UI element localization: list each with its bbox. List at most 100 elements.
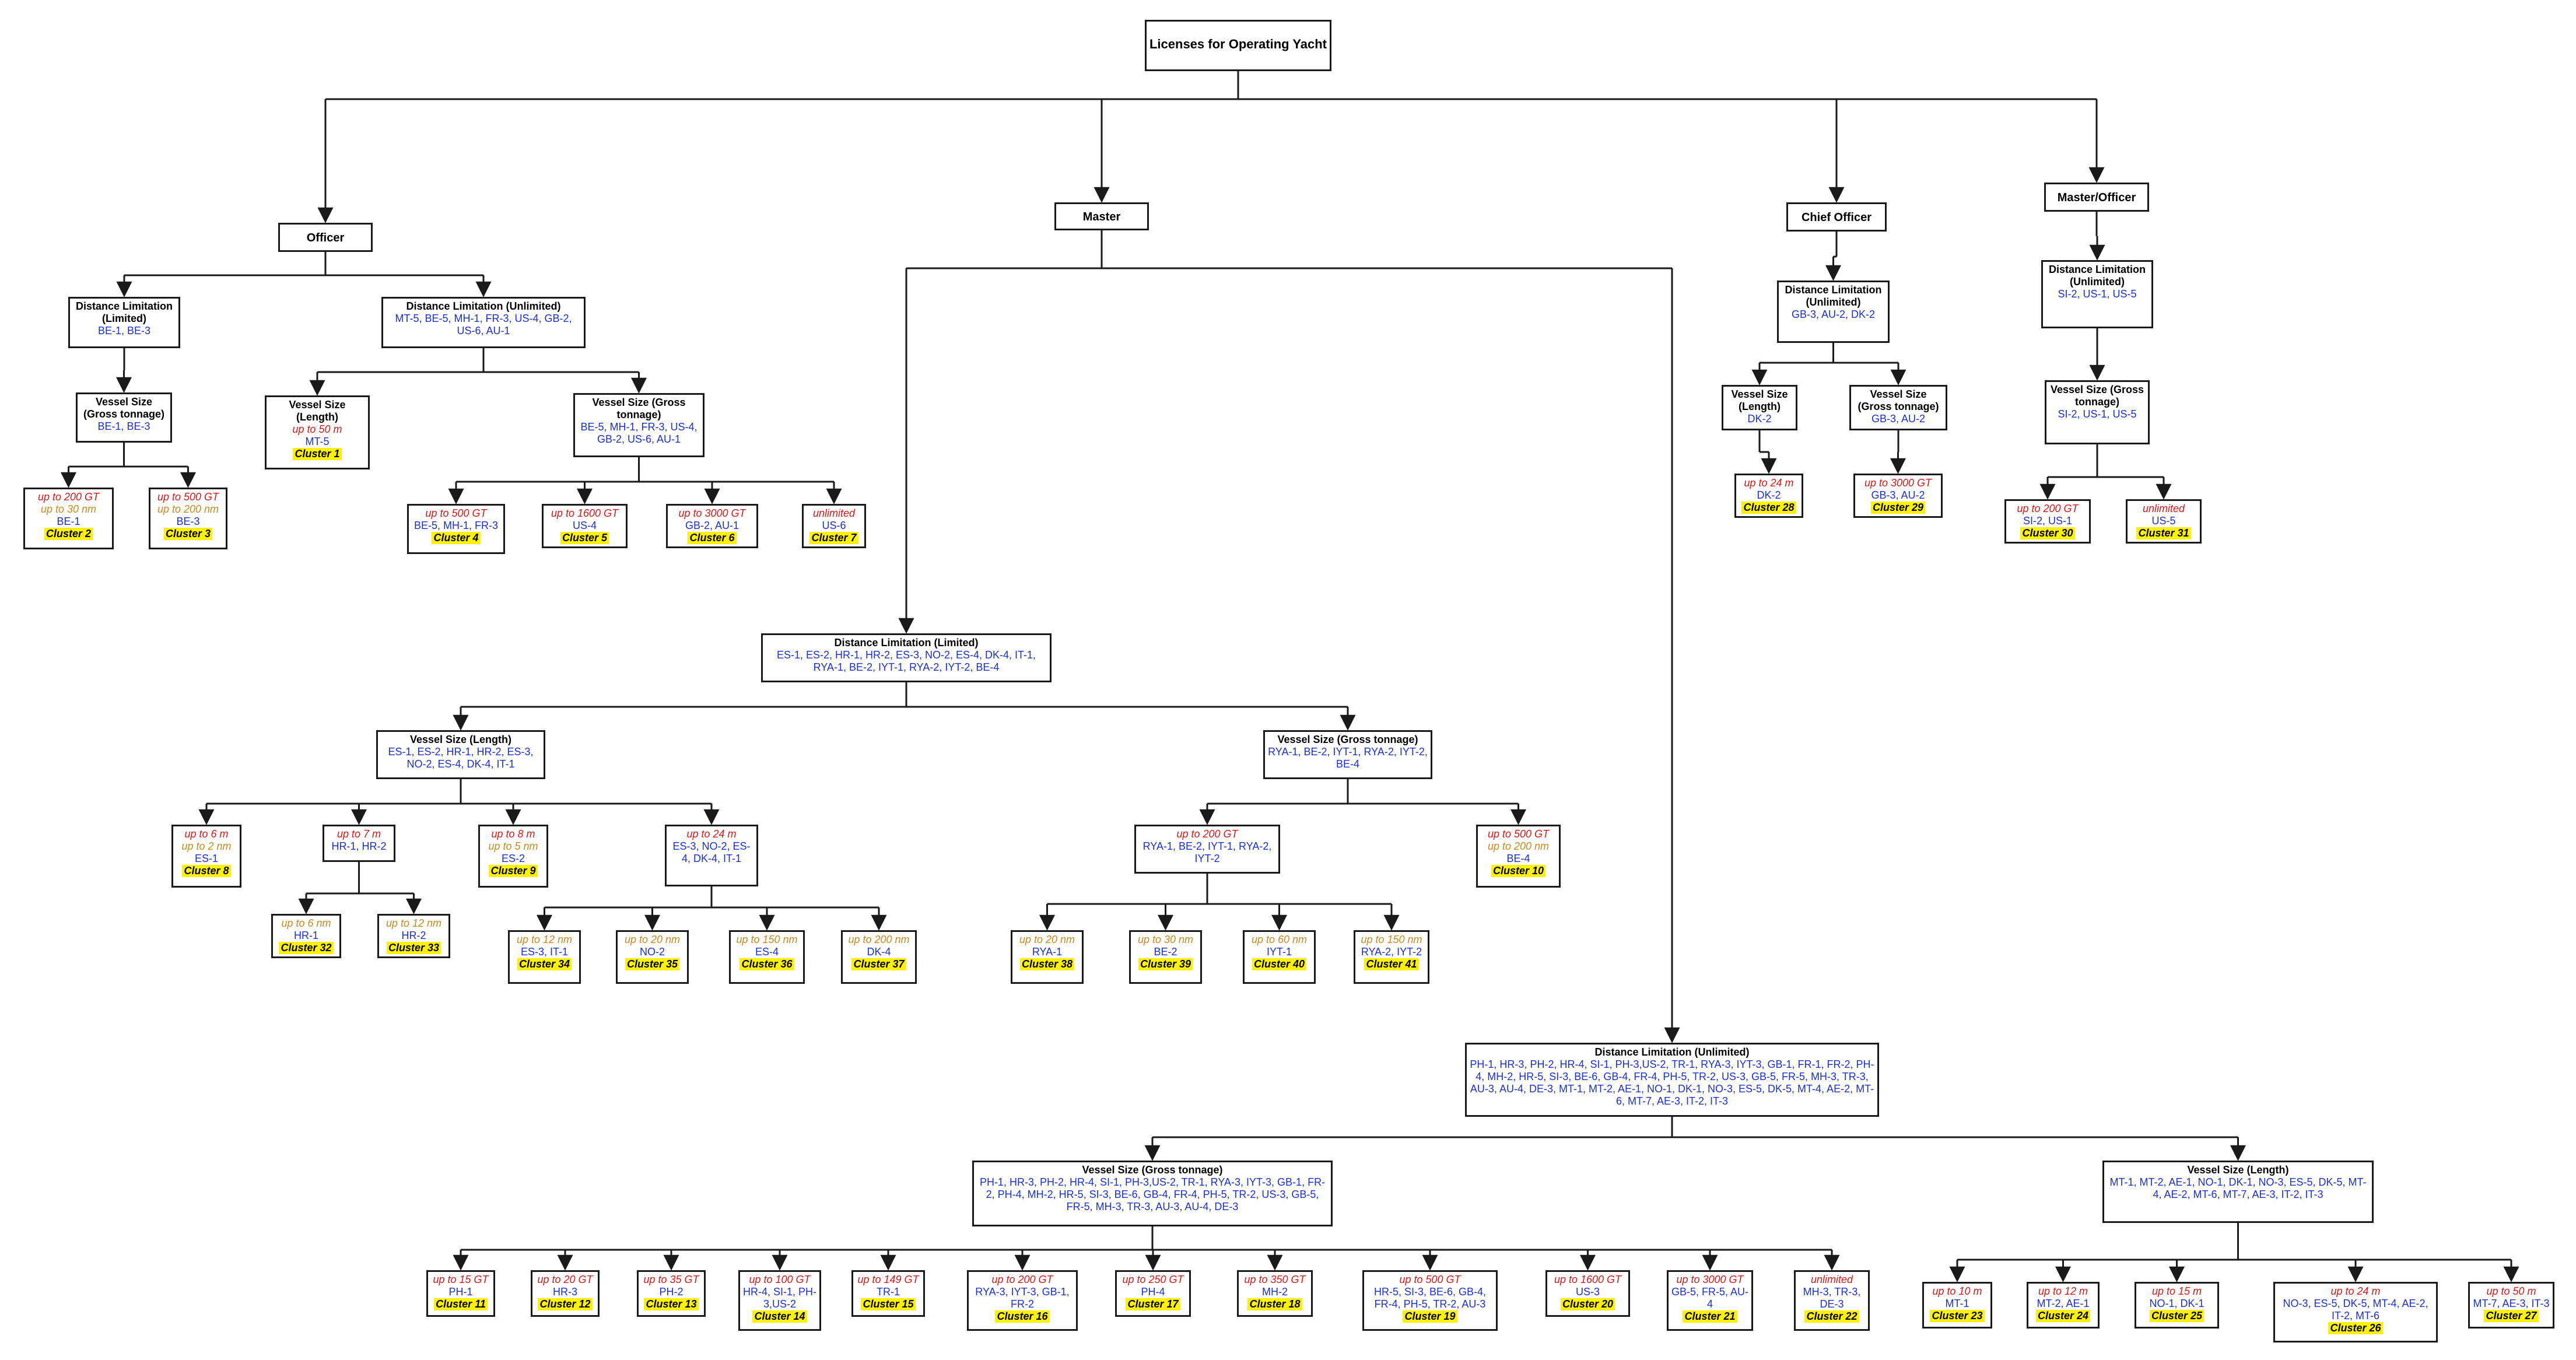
condition-text: up to 8 m <box>491 828 535 840</box>
up-to-200gt-node: up to 200 GT RYA-1, BE-2, IYT-1, RYA-2, … <box>1134 825 1280 874</box>
cluster-11-node: up to 15 GT PH-1 Cluster 11 <box>426 1270 495 1317</box>
cluster-41-node: up to 150 nm RYA-2, IYT-2 Cluster 41 <box>1354 930 1429 984</box>
node-codes: ES-1, ES-2, HR-1, HR-2, ES-3, NO-2, ES-4… <box>388 746 534 770</box>
cluster-label: Cluster 30 <box>2020 527 2075 539</box>
node-codes: NO-2 <box>639 946 665 958</box>
cluster-26-node: up to 24 m NO-3, ES-5, DK-5, MT-4, AE-2,… <box>2273 1282 2438 1343</box>
node-codes: HR-1, HR-2 <box>331 840 387 852</box>
condition-text: up to 10 m <box>1932 1285 1982 1297</box>
cluster-label: Cluster 19 <box>1403 1310 1457 1323</box>
condition-text: up to 200 nm <box>1487 840 1550 852</box>
cluster-34-node: up to 12 nm ES-3, IT-1 Cluster 34 <box>508 930 581 984</box>
officer-distance-unlimited-node: Distance Limitation (Unlimited) MT-5, BE… <box>381 297 586 348</box>
officer-gross-tonnage-node: Vessel Size (Gross tonnage) BE-5, MH-1, … <box>573 393 705 457</box>
node-codes: US-3 <box>1575 1286 1600 1298</box>
chief-gross-tonnage-node: Vessel Size (Gross tonnage) GB-3, AU-2 <box>1849 385 1947 430</box>
node-codes: HR-4, SI-1, PH-3,US-2 <box>742 1286 817 1310</box>
cluster-5-node: up to 1600 GT US-4 Cluster 5 <box>542 504 628 548</box>
officer-label: Officer <box>306 232 345 244</box>
cluster-label: Cluster 5 <box>560 532 609 544</box>
cluster-10-node: up to 500 GT up to 200 nm BE-4 Cluster 1… <box>1476 825 1561 888</box>
node-codes: MT-1, MT-2, AE-1, NO-1, DK-1, NO-3, ES-5… <box>2109 1176 2367 1200</box>
cluster-label: Cluster 13 <box>644 1298 699 1310</box>
node-title: Distance Limitation (Unlimited) <box>1785 284 1882 308</box>
condition-text: up to 50 m <box>2486 1285 2536 1297</box>
node-codes: PH-1, HR-3, PH-2, HR-4, SI-1, PH-3,US-2,… <box>1470 1058 1874 1107</box>
cluster-label: Cluster 38 <box>1019 958 1075 970</box>
node-codes: MH-2 <box>1262 1286 1288 1298</box>
condition-text: up to 60 nm <box>1251 934 1308 945</box>
cluster-31-node: unlimited US-5 Cluster 31 <box>2126 499 2202 544</box>
cluster-label: Cluster 22 <box>1804 1310 1859 1323</box>
master-label: Master <box>1082 211 1121 223</box>
node-title: Distance Limitation (Unlimited) <box>406 300 561 312</box>
cluster-23-node: up to 10 m MT-1 Cluster 23 <box>1922 1282 1992 1329</box>
condition-text: up to 6 m <box>184 828 229 840</box>
cluster-39-node: up to 30 nm BE-2 Cluster 39 <box>1129 930 1202 984</box>
node-codes: GB-3, AU-2, DK-2 <box>1791 309 1876 320</box>
chief-officer-node: Chief Officer <box>1786 202 1887 232</box>
node-title: Distance Limitation (Limited) <box>75 300 173 324</box>
node-codes: DK-4 <box>867 946 891 958</box>
node-codes: HR-2 <box>401 930 426 941</box>
node-codes: PH-1 <box>448 1286 473 1298</box>
chief-distance-unlimited-node: Distance Limitation (Unlimited) GB-3, AU… <box>1777 281 1890 343</box>
cluster-label: Cluster 1 <box>293 448 342 460</box>
cluster-label: Cluster 18 <box>1247 1298 1302 1310</box>
node-codes: GB-5, FR-5, AU-4 <box>1671 1286 1749 1310</box>
root-node: Licenses for Operating Yacht <box>1145 20 1331 71</box>
cluster-24-node: up to 12 m MT-2, AE-1 Cluster 24 <box>2027 1282 2100 1329</box>
node-title: Vessel Size (Length) <box>409 734 512 745</box>
cluster-13-node: up to 35 GT PH-2 Cluster 13 <box>637 1270 706 1317</box>
cluster-label: Cluster 2 <box>44 528 93 540</box>
condition-text: up to 150 nm <box>1361 934 1422 945</box>
cluster-7-node: unlimited US-6 Cluster 7 <box>802 504 866 548</box>
condition-text: up to 2 nm <box>181 840 232 852</box>
cluster-3-node: up to 500 GT up to 200 nm BE-3 Cluster 3 <box>149 488 227 549</box>
master-officer-gross-tonnage-node: Vessel Size (Gross tonnage) SI-2, US-1, … <box>2045 380 2150 444</box>
cluster-label: Cluster 37 <box>851 958 906 970</box>
master-officer-distance-unlimited-node: Distance Limitation (Unlimited) SI-2, US… <box>2041 260 2153 328</box>
cluster-6-node: up to 3000 GT GB-2, AU-1 Cluster 6 <box>666 504 758 548</box>
cluster-9-node: up to 8 m up to 5 nm ES-2 Cluster 9 <box>478 825 548 888</box>
node-codes: DK-2 <box>1747 413 1772 425</box>
node-codes: HR-1 <box>293 930 318 941</box>
condition-text: up to 150 nm <box>736 934 798 945</box>
master-node: Master <box>1054 202 1149 230</box>
condition-text: up to 15 m <box>2151 1285 2202 1297</box>
cluster-label: Cluster 4 <box>432 532 481 544</box>
cluster-label: Cluster 29 <box>1870 502 1926 514</box>
cluster-label: Cluster 12 <box>538 1298 593 1310</box>
cluster-label: Cluster 20 <box>1560 1298 1615 1310</box>
condition-text: up to 24 m <box>2330 1285 2381 1297</box>
node-codes: MT-7, AE-3, IT-3 <box>2473 1298 2550 1309</box>
cluster-label: Cluster 9 <box>489 865 538 877</box>
cluster-label: Cluster 24 <box>2035 1310 2091 1322</box>
cluster-35-node: up to 20 nm NO-2 Cluster 35 <box>616 930 689 984</box>
up-to-7m-node: up to 7 m HR-1, HR-2 <box>323 825 395 862</box>
node-codes: DK-2 <box>1757 489 1781 501</box>
node-title: Vessel Size (Gross tonnage) <box>2050 384 2144 408</box>
node-title: Vessel Size (Gross tonnage) <box>1277 734 1418 745</box>
condition-text: up to 200 nm <box>848 934 910 945</box>
condition-text: up to 12 m <box>2038 1285 2088 1297</box>
cluster-label: Cluster 40 <box>1252 958 1307 970</box>
cluster-label: Cluster 35 <box>625 958 680 970</box>
cluster-18-node: up to 350 GT MH-2 Cluster 18 <box>1237 1270 1313 1317</box>
node-codes: GB-3, AU-2 <box>1871 413 1926 425</box>
cluster-label: Cluster 15 <box>861 1298 916 1310</box>
node-codes: BE-1, BE-3 <box>97 420 150 432</box>
officer-node: Officer <box>278 223 373 252</box>
cluster-32-node: up to 6 nm HR-1 Cluster 32 <box>271 914 341 958</box>
condition-text: unlimited <box>812 507 856 519</box>
master-limited-gross-tonnage-node: Vessel Size (Gross tonnage) RYA-1, BE-2,… <box>1263 730 1432 779</box>
condition-text: up to 500 GT <box>1399 1274 1461 1285</box>
cluster-16-node: up to 200 GT RYA-3, IYT-3, GB-1, FR-2 Cl… <box>967 1270 1078 1331</box>
master-distance-limited-node: Distance Limitation (Limited) ES-1, ES-2… <box>761 633 1052 682</box>
condition-text: up to 35 GT <box>643 1274 699 1285</box>
condition-text: up to 50 m <box>292 423 342 435</box>
node-title: Vessel Size (Gross tonnage) <box>592 397 686 420</box>
master-officer-node: Master/Officer <box>2044 183 2149 212</box>
